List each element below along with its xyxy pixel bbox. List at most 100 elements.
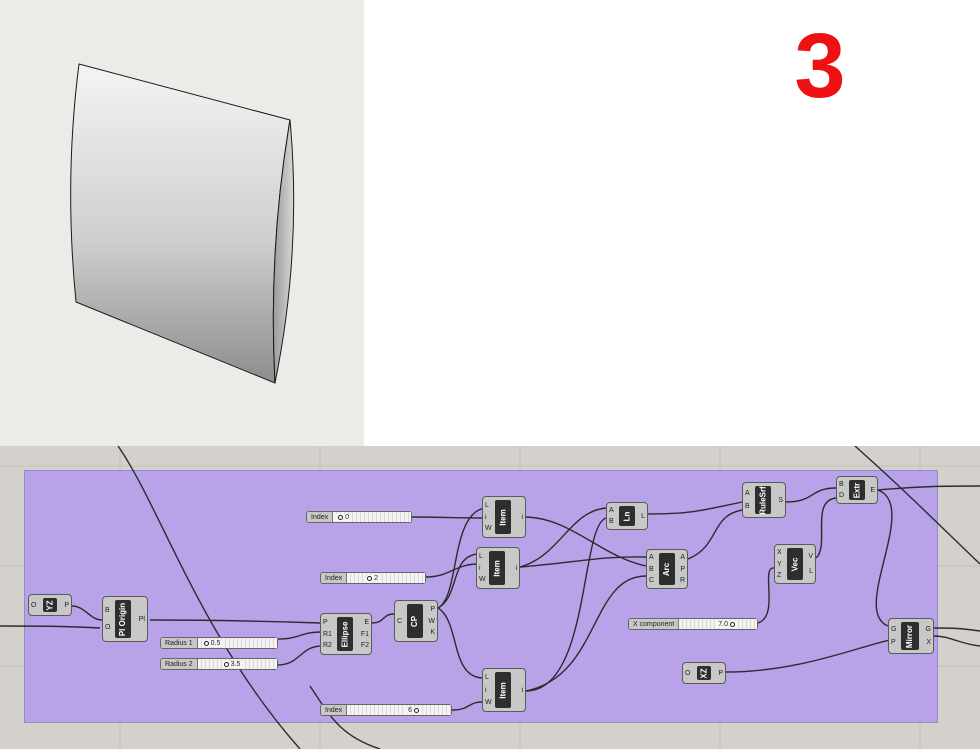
input-pin-label[interactable]: B — [649, 565, 654, 573]
component-core[interactable]: Arc — [659, 553, 675, 585]
slider-knob[interactable] — [223, 661, 229, 667]
component-core[interactable]: Item — [489, 551, 505, 585]
component-core[interactable]: YZ — [43, 598, 57, 612]
input-pin-label[interactable]: Y — [777, 560, 782, 568]
output-pin-label[interactable]: F2 — [360, 642, 369, 650]
slider-track[interactable]: 7.0 — [679, 619, 757, 629]
input-pin-label[interactable]: W — [485, 698, 492, 706]
component-core[interactable]: Pl Origin — [115, 600, 131, 638]
output-pin-label[interactable]: E — [364, 618, 369, 626]
input-pin-label[interactable]: A — [609, 507, 614, 514]
input-pin-label[interactable]: G — [891, 625, 897, 633]
input-pin-label[interactable]: O — [31, 601, 37, 609]
input-pin-label[interactable]: D — [839, 492, 845, 499]
component-core[interactable]: Vec — [787, 548, 803, 580]
slider-track[interactable]: 6 — [347, 705, 451, 715]
input-pin-label[interactable]: B — [839, 481, 844, 488]
output-pin-label[interactable]: R — [679, 576, 685, 584]
input-pin-label[interactable]: X — [777, 549, 782, 557]
slider-knob[interactable] — [414, 707, 419, 713]
slider-x-component[interactable]: X component 7.0 — [628, 618, 758, 630]
input-pin-label[interactable]: L — [485, 501, 489, 509]
input-pin-label[interactable]: A — [745, 489, 750, 497]
slider-track[interactable]: 0.5 — [197, 638, 277, 648]
output-pin-label[interactable]: V — [808, 553, 813, 560]
component-core[interactable]: Extr — [849, 480, 865, 500]
input-pin-label[interactable]: P — [323, 618, 328, 626]
input-pin-label[interactable]: A — [649, 554, 654, 562]
component-core[interactable]: RuleSrf — [755, 486, 771, 514]
slider-index-2[interactable]: Index 2 — [320, 572, 426, 584]
output-pin-label[interactable]: A — [680, 554, 685, 562]
slider-knob[interactable] — [730, 621, 735, 627]
output-pin-label[interactable]: W — [428, 617, 435, 625]
slider-radius-1[interactable]: Radius 1 0.5 — [160, 637, 278, 649]
input-pin-label[interactable]: C — [649, 576, 655, 584]
input-pin-label[interactable]: L — [485, 674, 489, 682]
plane-origin-component[interactable]: B O Pl Origin Pl — [102, 596, 148, 642]
input-pin-label[interactable]: R1 — [323, 630, 332, 638]
component-core[interactable]: Ellipse — [337, 617, 353, 651]
slider-track[interactable]: 3.5 — [197, 659, 277, 669]
slider-knob[interactable] — [338, 514, 344, 520]
component-core[interactable]: CP — [407, 604, 423, 638]
output-pin-label[interactable]: Pl — [138, 615, 145, 623]
output-pin-label[interactable]: E — [870, 486, 875, 494]
output-pin-label[interactable]: P — [64, 601, 69, 609]
component-core[interactable]: Item — [495, 500, 511, 534]
slider-knob[interactable] — [367, 575, 373, 581]
input-pin-label[interactable]: W — [485, 525, 492, 533]
output-pin-label[interactable]: G — [925, 625, 931, 633]
grasshopper-canvas[interactable]: Index 0 Index 2 Index 6 Radius 1 0.5 Rad… — [0, 446, 980, 749]
output-pin-label[interactable]: L — [641, 512, 645, 520]
output-pin-label[interactable]: i — [521, 686, 523, 694]
output-pin-label[interactable]: P — [718, 669, 723, 677]
output-pin-label[interactable]: K — [430, 629, 435, 637]
input-pin-label[interactable]: C — [397, 617, 403, 625]
input-pin-label[interactable]: i — [479, 564, 481, 572]
output-pin-label[interactable]: i — [521, 513, 523, 521]
input-pin-label[interactable]: R2 — [323, 642, 332, 650]
slider-knob[interactable] — [203, 640, 209, 646]
output-pin-label[interactable]: L — [809, 568, 813, 575]
input-pin-label[interactable]: B — [609, 518, 614, 525]
input-pin-label[interactable]: B — [745, 503, 750, 511]
rhino-viewport[interactable] — [0, 0, 364, 446]
output-pin-label[interactable]: P — [430, 605, 435, 613]
input-pin-label[interactable]: O — [685, 669, 691, 677]
slider-track[interactable]: 0 — [333, 512, 411, 522]
output-pin-label[interactable]: F1 — [360, 630, 369, 638]
input-pin-label[interactable]: W — [479, 576, 486, 584]
yz-plane-component[interactable]: O YZ P — [28, 594, 72, 616]
component-core[interactable]: Ln — [619, 506, 635, 526]
xz-plane-component[interactable]: O XZ P — [682, 662, 726, 684]
input-pin-label[interactable]: B — [105, 607, 110, 614]
output-pin-label[interactable]: i — [515, 564, 517, 572]
output-pin-label[interactable]: S — [778, 496, 783, 504]
input-pin-label[interactable]: P — [891, 639, 896, 647]
output-pin-label[interactable]: P — [680, 565, 685, 573]
input-pin-label[interactable]: i — [485, 513, 487, 521]
component-core[interactable]: Item — [495, 672, 511, 708]
component-core[interactable]: XZ — [697, 666, 711, 680]
slider-index-6[interactable]: Index 6 — [320, 704, 452, 716]
input-pin-label[interactable]: L — [479, 552, 483, 560]
slider-radius-2[interactable]: Radius 2 3.5 — [160, 658, 278, 670]
input-pin-label[interactable]: i — [485, 686, 487, 694]
slider-index-0[interactable]: Index 0 — [306, 511, 412, 523]
component-core[interactable]: Mirror — [901, 622, 919, 650]
input-pin-label[interactable]: O — [105, 624, 111, 631]
output-pin-label[interactable]: X — [926, 639, 931, 647]
slider-track[interactable]: 2 — [347, 573, 425, 583]
